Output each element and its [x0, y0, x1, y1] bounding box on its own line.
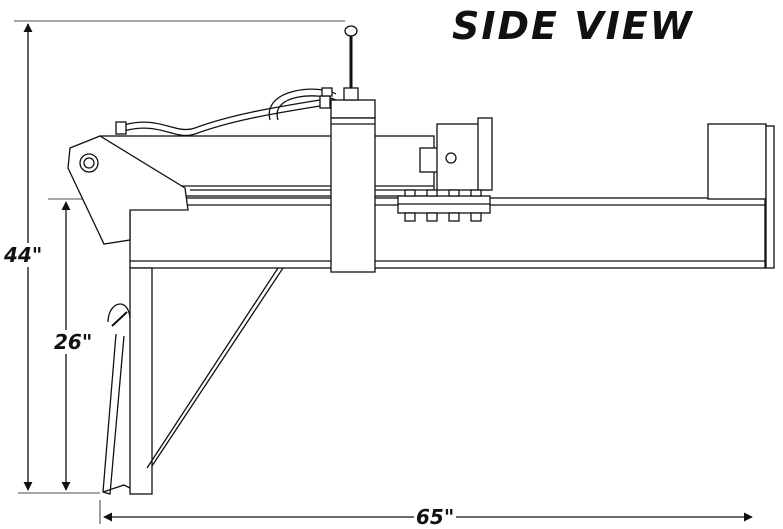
- dimension-label-65: 65": [414, 505, 457, 529]
- end-plate: [707, 123, 775, 269]
- leg-latch: [102, 303, 131, 495]
- dimension-label-44: 44": [2, 243, 45, 267]
- cylinder-mount-plate: [436, 117, 493, 191]
- bolted-clamp: [397, 189, 491, 222]
- wedge-carriage: [330, 117, 376, 273]
- control-valve: [330, 25, 376, 119]
- hydraulic-hoses: [115, 87, 337, 137]
- dimension-label-26: 26": [52, 330, 95, 354]
- pivot-bracket: [67, 135, 189, 245]
- support-leg: [129, 267, 284, 495]
- diagram-title: SIDE VIEW: [452, 4, 694, 48]
